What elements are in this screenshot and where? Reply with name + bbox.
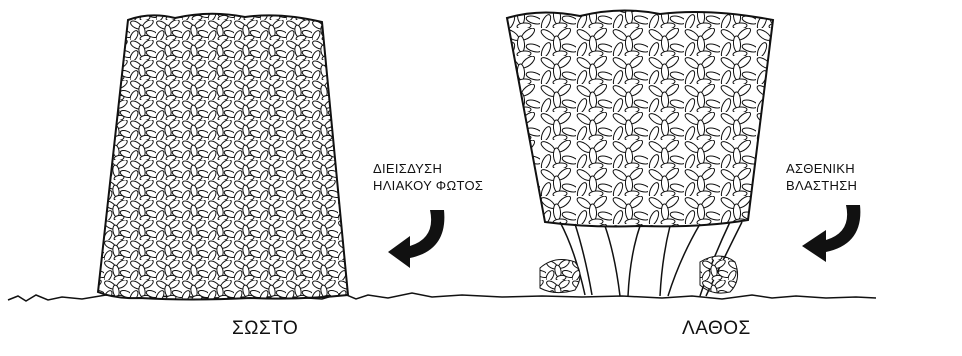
note-line-1: ΑΣΘΕΝΙΚΗ xyxy=(786,160,906,177)
correct-caption: ΣΩΣΤΟ xyxy=(232,318,298,340)
note-line-1: ΔΙΕΙΣΔΥΣΗ xyxy=(373,160,513,177)
curved-arrow-icon xyxy=(388,210,444,268)
incorrect-hedge xyxy=(507,10,773,296)
correct-hedge xyxy=(98,14,348,300)
weak-growth-note: ΑΣΘΕΝΙΚΗ ΒΛΑΣΤΗΣΗ xyxy=(786,160,906,194)
sunlight-penetration-note: ΔΙΕΙΣΔΥΣΗ ΗΛΙΑΚΟΥ ΦΩΤΟΣ xyxy=(373,160,513,194)
incorrect-caption: ΛΑΘΟΣ xyxy=(682,318,751,340)
note-line-2: ΗΛΙΑΚΟΥ ΦΩΤΟΣ xyxy=(373,177,513,194)
note-line-2: ΒΛΑΣΤΗΣΗ xyxy=(786,177,906,194)
curved-arrow-icon xyxy=(802,205,860,262)
